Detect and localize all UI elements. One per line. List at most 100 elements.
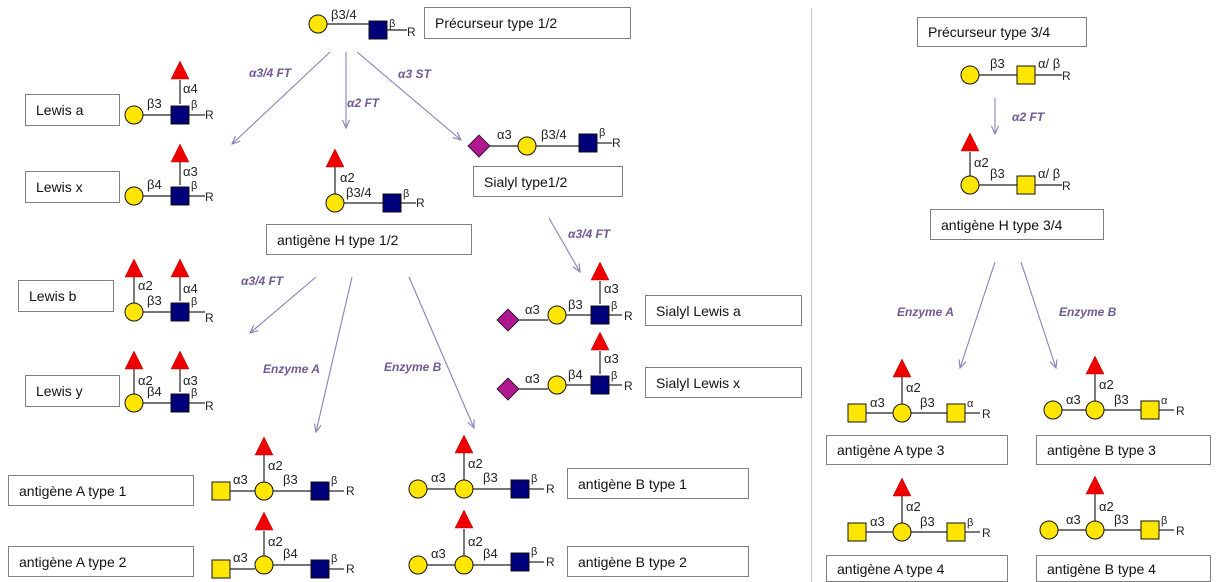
galactose-icon (254, 555, 274, 575)
linkage-label: α2 (138, 373, 153, 388)
linkage-label: α3 (525, 371, 540, 386)
linkage-label: β3 (568, 297, 583, 312)
linkage-label: α3 (1066, 512, 1081, 527)
galactose-icon (408, 479, 428, 499)
galnac-icon (1140, 400, 1160, 420)
reaction-arrow (548, 217, 580, 272)
fucose-icon (1085, 355, 1105, 375)
galactose-icon (308, 14, 328, 34)
box-precursor-type-3-4: Précurseur type 3/4 (917, 17, 1087, 47)
sialic-acid-icon (496, 377, 520, 401)
fucose-icon (170, 350, 190, 370)
linkage-label: α3 (497, 127, 512, 142)
linkage-label: α3 (525, 302, 540, 317)
linkage-label: α3 (431, 470, 446, 485)
linkage-label: β4 (147, 177, 162, 192)
linkage-label: α3 (870, 514, 885, 529)
galnac-icon (211, 559, 231, 579)
linkage-label: R (346, 484, 355, 498)
fucose-icon (1085, 475, 1105, 495)
galactose-icon (547, 305, 567, 325)
box-sialyl-type-1-2: Sialyl type1/2 (473, 166, 623, 197)
fucose-icon (254, 436, 274, 456)
galactose-icon (454, 555, 474, 575)
linkage-label: β3 (920, 514, 935, 529)
linkage-label: α2 (1099, 377, 1114, 392)
fucose-icon (170, 60, 190, 80)
reaction-arrow (356, 51, 461, 140)
box-antigen-a-type-3: antigène A type 3 (826, 435, 1008, 465)
linkage-label: R (407, 25, 416, 39)
linkage-label: α3 (233, 550, 248, 565)
linkage-label: β4 (283, 546, 298, 561)
linkage-label: β (403, 188, 409, 200)
linkage-label: β (191, 99, 197, 111)
linkage-label: β3/4 (541, 127, 567, 142)
linkage-label: R (1176, 404, 1185, 418)
galactose-icon (1085, 520, 1105, 540)
reaction-arrow (316, 276, 353, 432)
linkage-label: β3/4 (346, 185, 372, 200)
glcnac-icon (578, 133, 598, 153)
linkage-label: α (1161, 395, 1168, 407)
reaction-arrow (1020, 261, 1056, 368)
box-antigen-a-type-4: antigène A type 4 (826, 555, 1008, 582)
linkage-label: R (205, 399, 214, 413)
fucose-icon (124, 258, 144, 278)
reaction-arrow (232, 51, 331, 144)
reaction-arrow (250, 276, 317, 333)
fucose-icon (892, 477, 912, 497)
linkage-label: β (611, 300, 617, 312)
fucose-icon (590, 261, 610, 281)
box-lewis-a: Lewis a (25, 94, 120, 126)
linkage-label: α4 (183, 281, 198, 296)
linkage-label: α2 (1099, 499, 1114, 514)
glcnac-icon (382, 193, 402, 213)
linkage-label: α3 (183, 164, 198, 179)
galactose-icon (517, 136, 537, 156)
linkage-label: β4 (568, 367, 583, 382)
galactose-icon (960, 175, 980, 195)
galactose-icon (124, 393, 144, 413)
linkage-label: β (967, 517, 973, 529)
galactose-icon (325, 193, 345, 213)
linkage-label: α3 (233, 472, 248, 487)
galactose-icon (892, 403, 912, 423)
galnac-icon (211, 481, 231, 501)
box-antigen-a-type-2: antigène A type 2 (8, 546, 194, 577)
linkage-label: R (982, 526, 991, 540)
fucose-icon (325, 148, 345, 168)
fucose-icon (170, 143, 190, 163)
linkage-label: β (1161, 515, 1167, 527)
linkage-label: β (531, 473, 537, 485)
box-lewis-y: Lewis y (25, 375, 120, 407)
galactose-icon (1085, 400, 1105, 420)
fucose-icon (124, 350, 144, 370)
reaction-arrow (408, 276, 474, 428)
galactose-icon (960, 65, 980, 85)
glcnac-icon (170, 302, 190, 322)
galnac-icon (847, 522, 867, 542)
linkage-label: R (205, 108, 214, 122)
galnac-icon (1140, 520, 1160, 540)
linkage-label: β (611, 370, 617, 382)
linkage-label: R (1062, 179, 1071, 193)
glcnac-icon (590, 305, 610, 325)
linkage-label: R (346, 562, 355, 576)
linkage-label: α2 (906, 499, 921, 514)
linkage-label: β (599, 127, 605, 139)
linkage-label: α3 (183, 373, 198, 388)
linkage-label: α/ β (1038, 166, 1060, 181)
linkage-label: R (546, 482, 555, 496)
sialic-acid-icon (496, 308, 520, 332)
box-antigen-a-type-1: antigène A type 1 (8, 475, 194, 506)
linkage-label: α3 (1066, 392, 1081, 407)
enzyme-label-a34ft-2: α3/4 FT (568, 227, 611, 241)
fucose-icon (254, 511, 274, 531)
linkage-label: β3 (990, 56, 1005, 71)
box-lewis-x: Lewis x (25, 171, 120, 203)
linkage-label: R (624, 379, 633, 393)
linkage-label: α (967, 398, 974, 410)
box-antigen-h-type-3-4: antigène H type 3/4 (930, 209, 1104, 240)
enzyme-label-enzyme-b-2: Enzyme B (1059, 305, 1117, 319)
